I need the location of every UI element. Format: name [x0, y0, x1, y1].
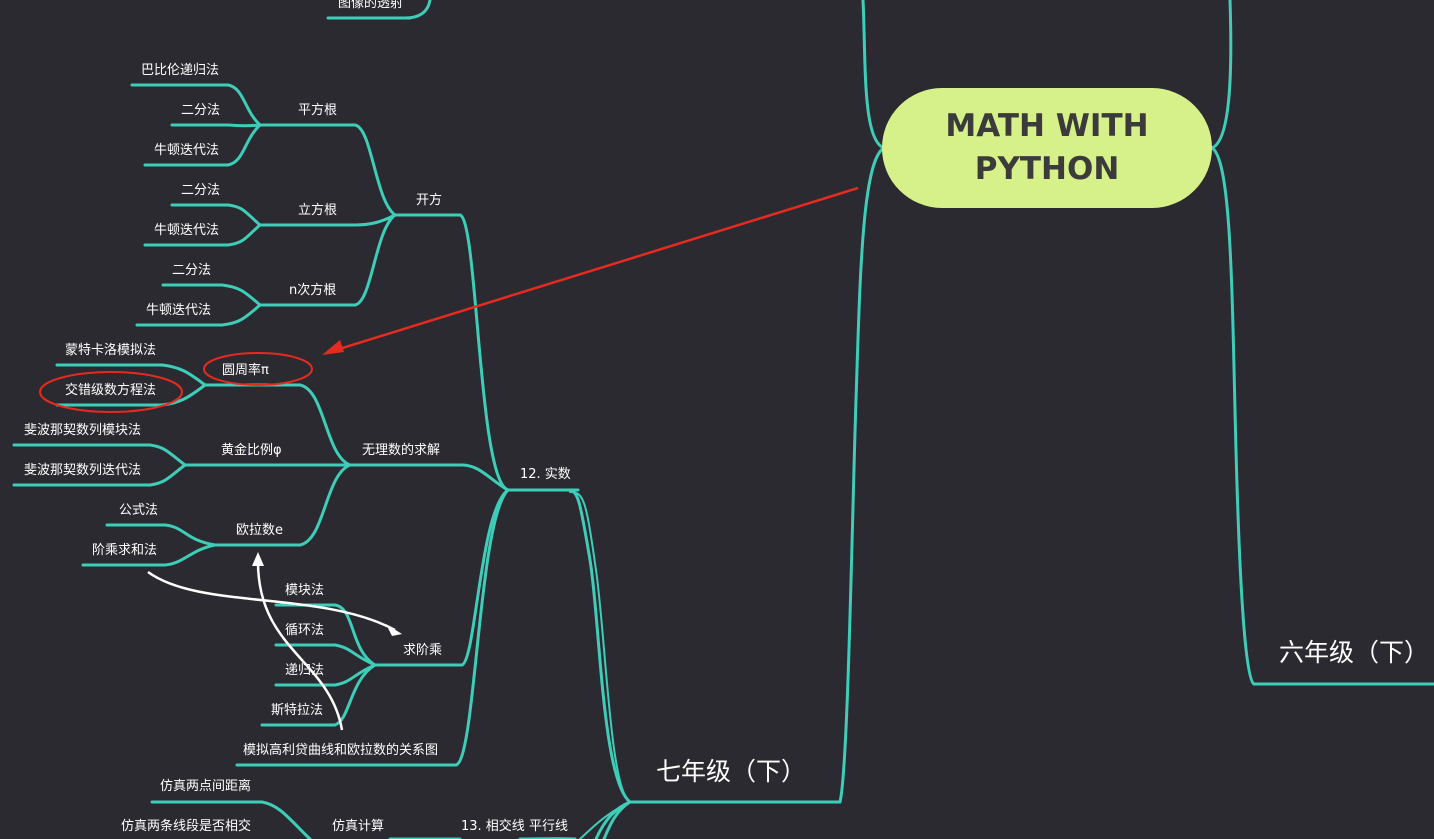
highlight-ellipse-pi — [203, 352, 313, 386]
link-root-grade6b — [1210, 146, 1256, 686]
node-euler[interactable]: 欧拉数e — [236, 523, 283, 538]
link-pi-alt — [160, 383, 207, 407]
root-title-line2: PYTHON — [974, 151, 1120, 187]
node-formula[interactable]: 公式法 — [119, 503, 159, 518]
topic-real-numbers[interactable]: 12. 实数 — [520, 467, 571, 482]
node-pi[interactable]: 圆周率π — [222, 363, 269, 378]
red-arrow-head — [322, 340, 344, 355]
link-pi-monte — [160, 363, 207, 387]
link-roots-square — [353, 123, 397, 217]
branch-grade7b[interactable]: 七年级（下） — [656, 757, 807, 786]
node-factorial[interactable]: 求阶乘 — [403, 643, 443, 658]
node-fib-iterative[interactable]: 斐波那契数列迭代法 — [24, 463, 142, 478]
node-newton-1[interactable]: 牛顿迭代法 — [154, 143, 220, 158]
link-image-projection — [403, 0, 432, 20]
link-real-factorial — [460, 488, 510, 667]
link-real-roots — [458, 213, 510, 492]
branch-grade6b[interactable]: 六年级（下） — [1279, 638, 1430, 667]
node-cube-root[interactable]: 立方根 — [298, 203, 338, 218]
highlight-ellipse-alternating — [39, 371, 183, 413]
link-real-irrational — [460, 463, 510, 492]
node-loop-method[interactable]: 循环法 — [285, 623, 325, 638]
white-arrow-head-1 — [386, 624, 402, 636]
red-arrow-line — [335, 186, 859, 352]
link-fact-module — [333, 603, 377, 667]
link-fact-loop — [333, 643, 377, 667]
link-root-grade7b — [838, 146, 886, 804]
root-node[interactable]: MATH WITH PYTHON — [882, 88, 1212, 208]
node-stirling[interactable]: 斯特拉法 — [271, 703, 324, 718]
link-root-top-right — [1210, 0, 1233, 150]
link-real-loan — [454, 488, 510, 767]
topic-intersecting-lines[interactable]: 13. 相交线 平行线 — [461, 819, 568, 834]
node-bisection-1[interactable]: 二分法 — [181, 103, 221, 118]
node-monte-carlo[interactable]: 蒙特卡洛模拟法 — [65, 343, 157, 358]
link-square-bisect — [226, 123, 262, 128]
link-square-babylon — [226, 83, 262, 127]
link-irr-euler — [298, 463, 352, 547]
link-nth-bisect — [220, 283, 262, 307]
link-grade7b-real-2 — [569, 491, 631, 803]
link-euler-formula — [163, 523, 217, 547]
node-alternating-series[interactable]: 交错级数方程法 — [65, 383, 157, 398]
link-cube-newton — [226, 223, 262, 247]
white-arrow-curve-2 — [256, 561, 344, 731]
link-root-top-left — [861, 0, 886, 150]
link-fact-stirling — [333, 663, 377, 727]
node-square-root[interactable]: 平方根 — [298, 103, 338, 118]
link-euler-factsum — [163, 543, 217, 567]
node-fib-modular[interactable]: 斐波那契数列模块法 — [24, 423, 142, 438]
node-irrational[interactable]: 无理数的求解 — [362, 443, 441, 458]
node-babylonian[interactable]: 巴比伦递归法 — [141, 63, 220, 78]
link-irr-pi — [298, 383, 352, 467]
node-bisection-3[interactable]: 二分法 — [172, 263, 212, 278]
link-golden-iter — [148, 463, 187, 487]
root-title-line1: MATH WITH — [945, 108, 1149, 144]
node-golden-ratio[interactable]: 黄金比例φ — [221, 443, 282, 458]
node-newton-3[interactable]: 牛顿迭代法 — [146, 303, 212, 318]
node-module-method[interactable]: 模块法 — [285, 583, 325, 598]
link-square-newton — [226, 123, 262, 167]
node-nth-root[interactable]: n次方根 — [289, 283, 337, 298]
node-segment-intersect[interactable]: 仿真两条线段是否相交 — [121, 819, 252, 834]
annotations — [39, 186, 859, 731]
link-roots-nth — [353, 213, 397, 307]
link-golden-mod — [148, 443, 187, 467]
white-arrow-head-2 — [252, 552, 264, 566]
node-image-projection[interactable]: 图像的透射 — [338, 0, 404, 11]
link-grade7b-lines-3 — [579, 803, 627, 839]
link-sim-distance — [260, 800, 312, 839]
link-nth-newton — [220, 303, 262, 327]
node-recursion-method[interactable]: 递归法 — [285, 663, 325, 678]
link-grade7b-real — [566, 488, 632, 804]
node-factorial-sum[interactable]: 阶乘求和法 — [92, 543, 158, 558]
link-cube-bisect — [226, 203, 262, 227]
node-loan-curve[interactable]: 模拟高利贷曲线和欧拉数的关系图 — [243, 743, 439, 758]
node-roots[interactable]: 开方 — [416, 193, 443, 208]
node-simulation[interactable]: 仿真计算 — [332, 819, 385, 834]
node-newton-2[interactable]: 牛顿迭代法 — [154, 223, 220, 238]
node-point-distance[interactable]: 仿真两点间距离 — [160, 779, 252, 794]
node-bisection-2[interactable]: 二分法 — [181, 183, 221, 198]
